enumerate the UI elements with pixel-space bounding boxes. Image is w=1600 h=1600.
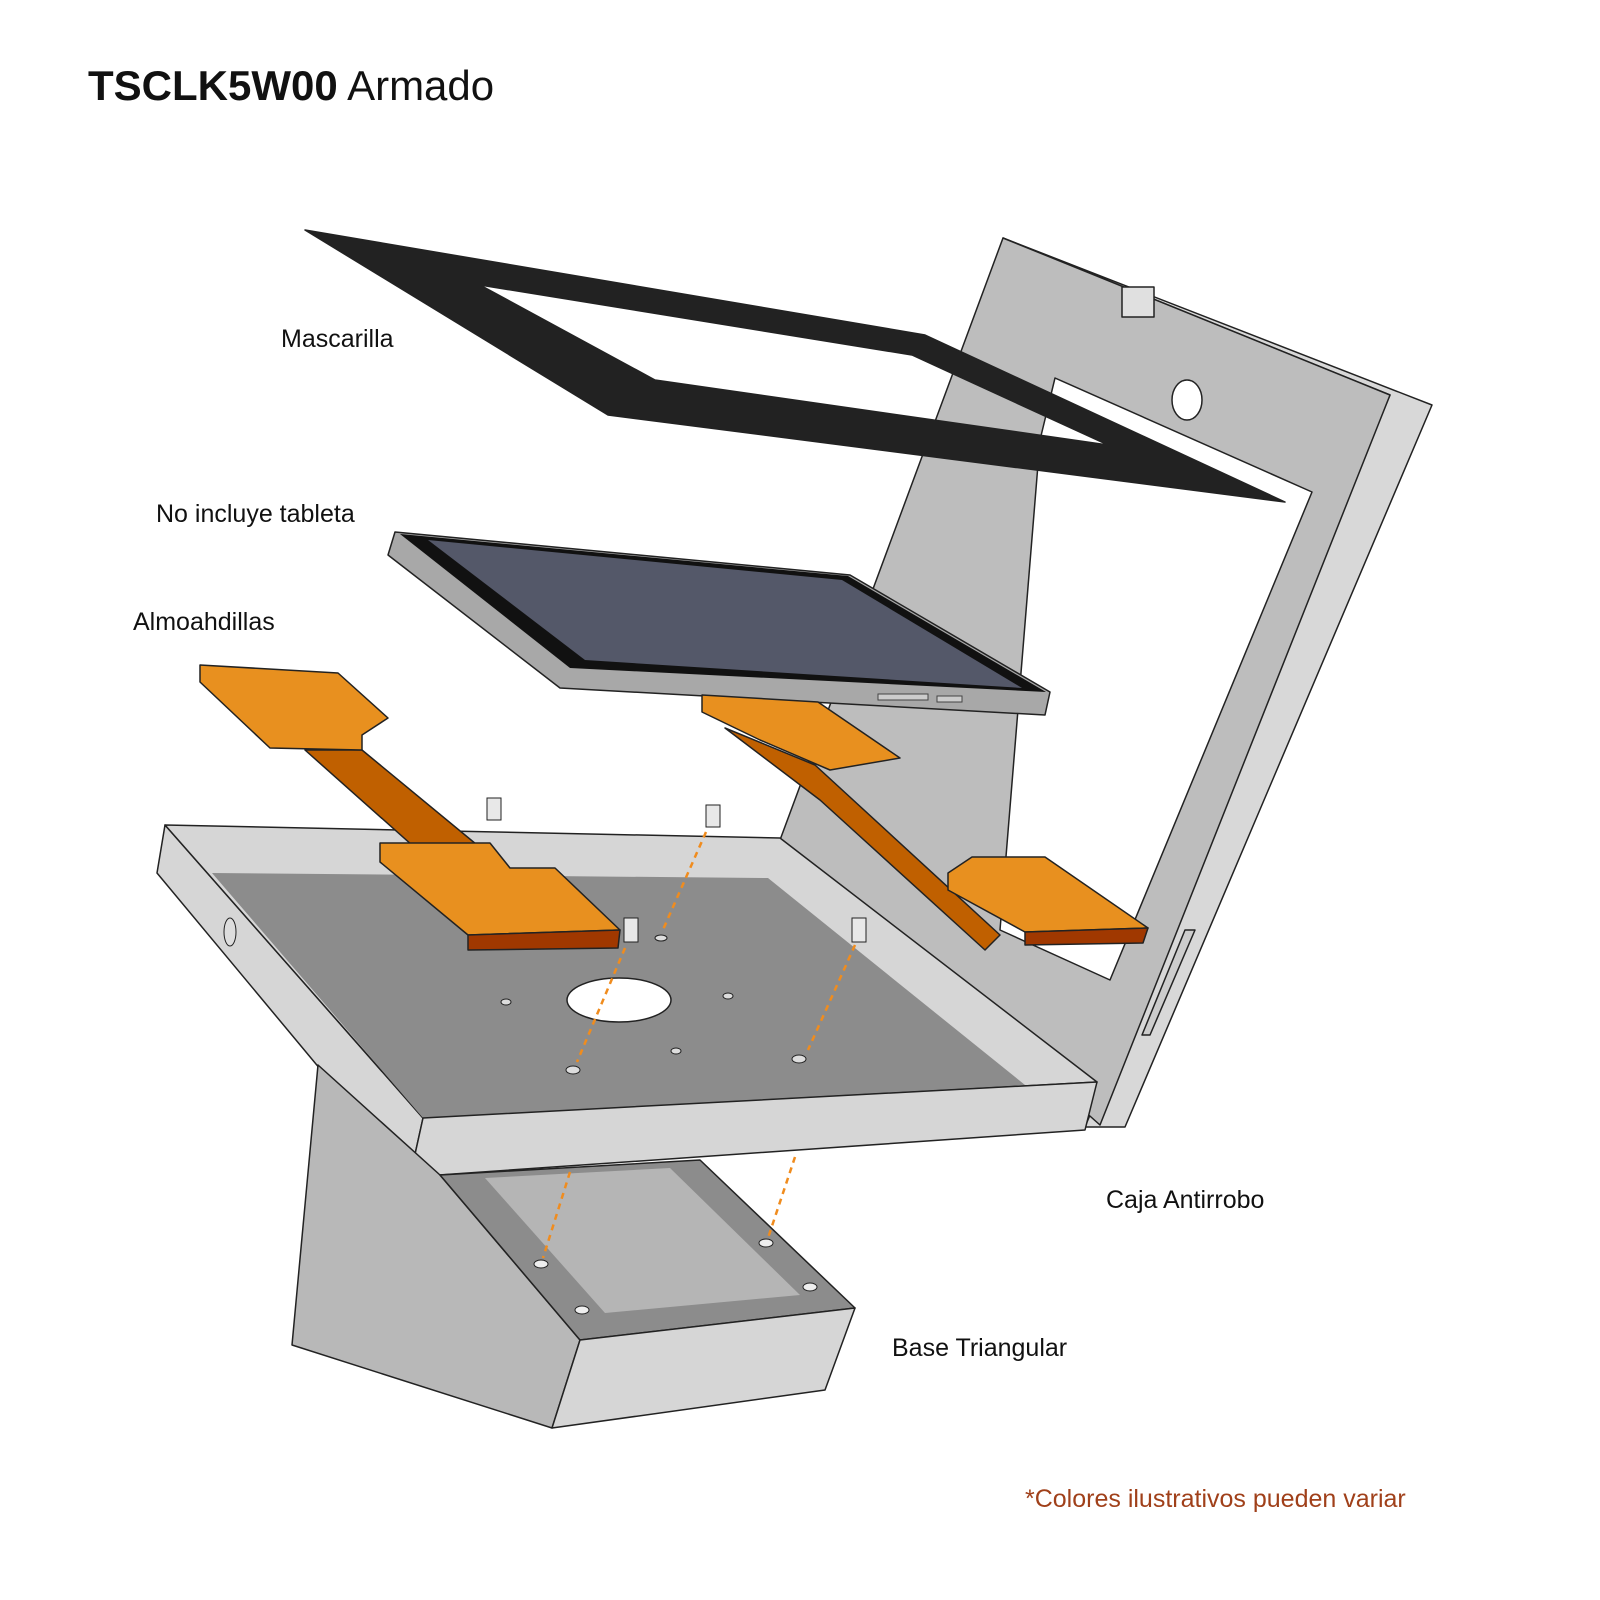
- label-mask: Mascarilla: [281, 325, 394, 353]
- label-base: Base Triangular: [892, 1334, 1068, 1362]
- lock-icon: [1121, 286, 1155, 318]
- assembly-arrows: [541, 831, 857, 1259]
- page-title: TSCLK5W00 Armado: [88, 62, 494, 110]
- case-tray: [156, 824, 1098, 1178]
- mask-part: [304, 229, 1286, 503]
- pads: [199, 664, 1149, 951]
- tablet-part: [387, 531, 1051, 716]
- footnote: *Colores ilustrativos pueden variar: [1025, 1485, 1406, 1513]
- label-tablet: No incluye tableta: [156, 500, 355, 528]
- label-pads: Almoahdillas: [133, 608, 275, 636]
- screw-icons: [486, 797, 867, 943]
- label-case: Caja Antirrobo: [1106, 1186, 1265, 1214]
- title-suffix: Armado: [347, 62, 495, 109]
- product-code: TSCLK5W00: [88, 62, 338, 109]
- triangular-base: [291, 1064, 856, 1429]
